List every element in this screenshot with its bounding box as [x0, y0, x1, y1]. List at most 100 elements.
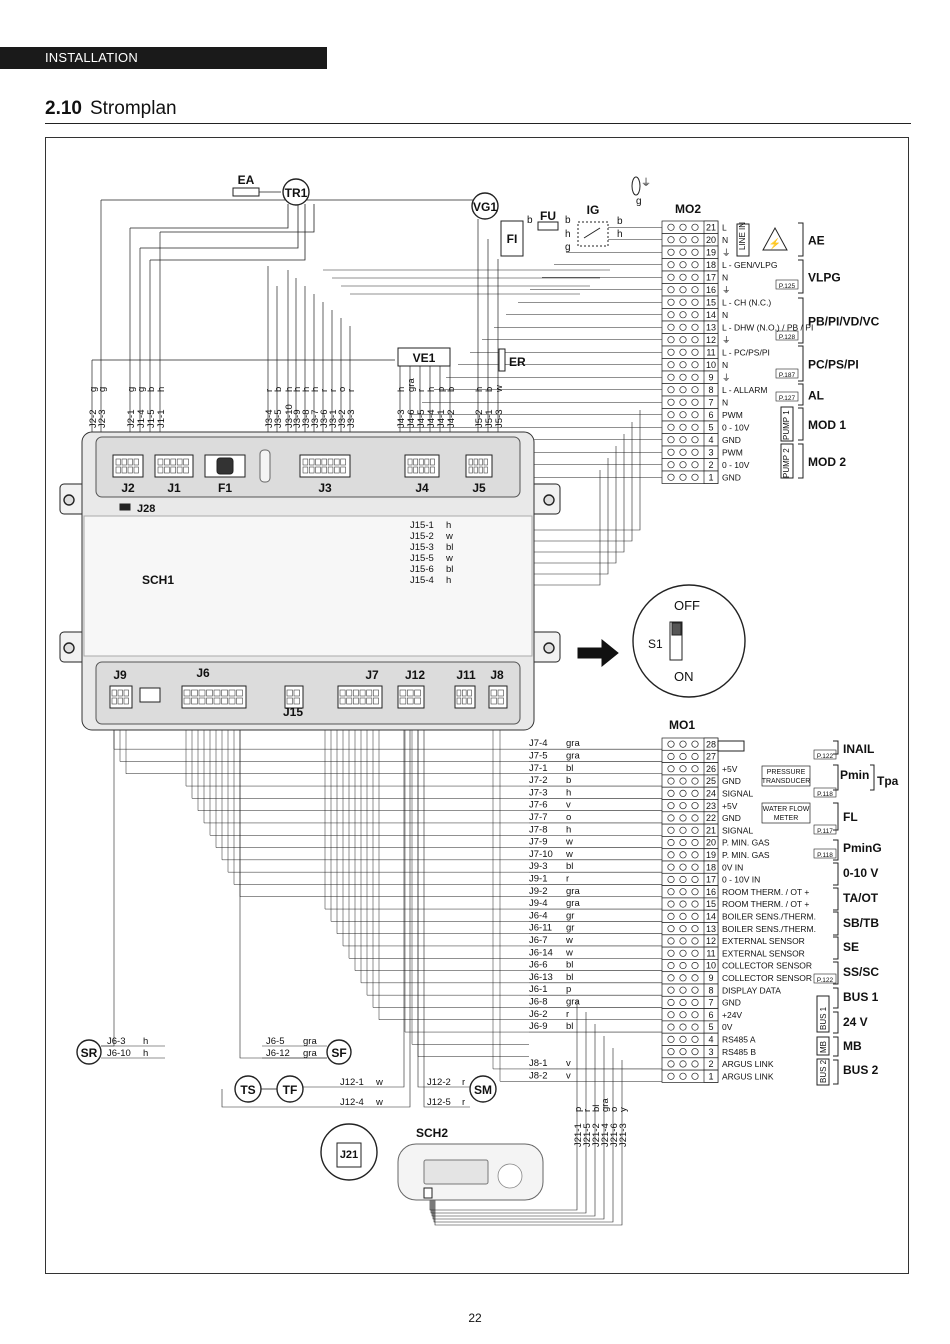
mo1-screw	[691, 1035, 699, 1043]
mo1-screw	[667, 765, 675, 773]
mo2-screw	[679, 236, 687, 244]
mo2-screw	[679, 248, 687, 256]
mo1-terminal-number: 17	[706, 875, 716, 885]
mo1-terminal-label: ROOM THERM. / OT +	[722, 899, 809, 909]
s1-switch-knob	[671, 622, 682, 636]
sr-wire-color: h	[143, 1048, 148, 1059]
j9-label: J9	[113, 668, 127, 682]
mo1-terminal-label: 0V IN	[722, 862, 743, 872]
top-wire-id: J1-4	[136, 410, 147, 428]
j15-wire-id: J15-3	[410, 542, 434, 553]
mo1-screw	[679, 789, 687, 797]
mo1-wire-id: J7-2	[529, 775, 547, 786]
mo2-terminal-label: ⏚	[722, 248, 731, 258]
pressure-transducer-label: PRESSURE	[767, 769, 806, 776]
mount-screw-2	[63, 642, 75, 654]
mo1-screw	[691, 1048, 699, 1056]
mo1-terminal-number: 11	[706, 948, 715, 958]
tstf-wire-id: J12-1	[340, 1077, 364, 1088]
mo1-terminal-label: GND	[722, 776, 741, 786]
component-layer	[59, 176, 837, 1201]
mo2-screw	[667, 423, 675, 431]
mo2-terminal-label: PWM	[722, 410, 743, 420]
j28-marker	[119, 503, 131, 511]
mo2-group-label: MOD 2	[808, 455, 846, 469]
fi-filter-box	[500, 220, 524, 257]
top-wire-id: J1-1	[156, 410, 167, 428]
title-rule	[45, 123, 911, 124]
sm-wire	[423, 708, 470, 1108]
tf-wire	[303, 708, 405, 1088]
mo1-screw	[691, 752, 699, 761]
top-wire-color: h	[426, 387, 437, 392]
tstf-wire-color: w	[375, 1097, 383, 1108]
mo2-terminal-number: 12	[706, 335, 716, 345]
top-wire-color: g	[126, 387, 137, 392]
j1-label: J1	[167, 481, 181, 495]
j3-pin	[340, 458, 346, 466]
mo1-screw	[691, 900, 699, 908]
mo2-screw	[691, 261, 699, 269]
mo2-pump1-label: PUMP 1	[782, 410, 791, 440]
pressure-transducer-label: TRANSDUCER	[762, 778, 811, 785]
mo2-screw	[667, 436, 675, 444]
mo1-screw	[679, 740, 687, 748]
j15-wire-id: J15-6	[410, 564, 434, 575]
mo1-wire-color: gra	[566, 898, 580, 909]
j3-pin	[308, 466, 315, 474]
mo2-line-in-label: LINE IN	[738, 222, 747, 250]
top-wire-id: J3-2	[337, 410, 348, 428]
bottom-wire	[209, 708, 529, 836]
j21-wire	[434, 1060, 623, 1226]
mo1-group-bracket	[833, 1036, 839, 1057]
top-wire-color: h	[301, 387, 312, 392]
mo2-screw	[667, 273, 675, 281]
j28-label: J28	[137, 503, 155, 515]
top-wire-id: J4-5	[416, 410, 427, 428]
j4-pin	[424, 458, 430, 466]
j3-pin	[340, 466, 346, 474]
mo2-screw	[667, 411, 675, 419]
feed-label: h	[617, 229, 623, 240]
mo1-wire-color: r	[566, 873, 569, 884]
j6-pin	[198, 689, 206, 697]
j12-connector	[397, 685, 425, 709]
mo1-screw	[667, 1048, 675, 1056]
mo1-wire-color: gra	[566, 750, 580, 761]
j4-pin	[413, 466, 419, 474]
mo1-num-cell	[703, 1069, 719, 1083]
mo1-screw	[679, 814, 687, 822]
mo1-screw	[691, 974, 699, 982]
mo2-screw	[691, 373, 699, 381]
mo1-terminal-label: GND	[722, 813, 741, 823]
fi-label: FI	[507, 232, 518, 246]
mo2-screw	[691, 273, 699, 281]
j12-label: J12	[405, 668, 425, 682]
mo2-terminal-label: L - CH (N.C.)	[722, 298, 771, 308]
j4-pin	[424, 466, 430, 474]
j1-pin	[183, 466, 189, 474]
bottom-wire	[330, 708, 529, 922]
mo2-screw	[679, 423, 687, 431]
j3-pin	[334, 458, 340, 466]
top-riser-route	[140, 204, 299, 249]
mo2-screw	[691, 336, 699, 344]
top-wire-id: J3-10	[284, 404, 295, 428]
bottom-wire	[191, 708, 529, 799]
mo1-terminal-label: 0V	[722, 1022, 733, 1032]
sr-wire-id: J6-3	[107, 1036, 125, 1047]
top-wire-id: J5-3	[494, 410, 505, 428]
mo1-terminal-number: 22	[706, 813, 716, 823]
j1-pin	[176, 458, 183, 466]
top-wire-id: J3-4	[264, 410, 275, 428]
j2-pin	[121, 466, 127, 474]
mo1-wire-color: bl	[566, 960, 573, 971]
mo1-screw	[679, 838, 687, 847]
j4-connector	[404, 454, 440, 478]
mo2-screw	[667, 448, 675, 456]
j15-pin	[293, 697, 300, 705]
mo1-terminal-label: +5V	[722, 801, 738, 811]
j21-wire-color: gra	[600, 1098, 611, 1112]
mo2-screw	[679, 436, 687, 444]
top-wire-color: b	[484, 387, 495, 392]
